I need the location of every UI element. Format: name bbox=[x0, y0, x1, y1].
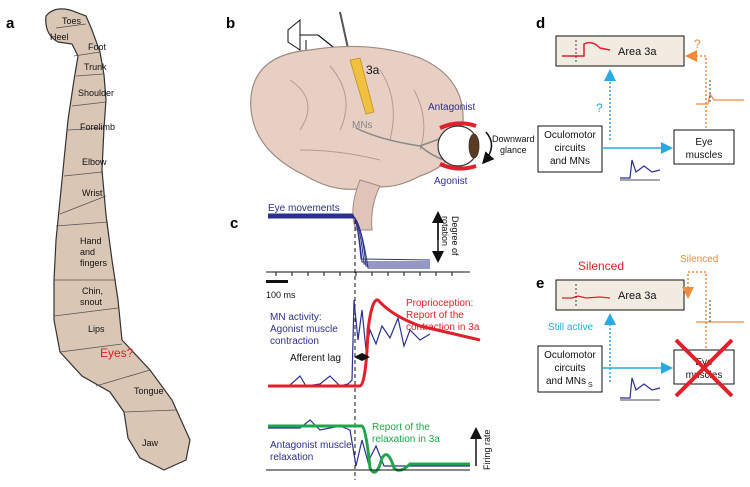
scale-label: 100 ms bbox=[266, 290, 296, 300]
region-heel: Heel bbox=[50, 32, 69, 42]
homunculus-strip bbox=[45, 8, 191, 471]
region-snout: snout bbox=[80, 297, 103, 307]
area-3a-strip bbox=[349, 57, 375, 115]
region-chin: Chin, bbox=[82, 286, 103, 296]
region-forelimb: Forelimb bbox=[80, 122, 115, 132]
question-orange-d: ? bbox=[694, 37, 701, 51]
antagonist-label: Antagonist bbox=[428, 102, 475, 113]
eye-muscles-box-d bbox=[673, 129, 735, 165]
proprio-label-2: Report of the bbox=[406, 310, 464, 321]
report-relax-label-2: relaxation in 3a bbox=[372, 434, 440, 445]
region-hand: Hand bbox=[80, 236, 102, 246]
glance-label-1: Downward bbox=[492, 134, 535, 144]
eye-muscles-d-1: Eye bbox=[695, 137, 713, 148]
area-3a-trace-e bbox=[562, 295, 611, 299]
rotation-label-1: Degree of bbox=[450, 216, 460, 256]
rotation-label-2: rotation bbox=[440, 216, 450, 246]
region-foot: Foot bbox=[88, 42, 107, 52]
eye-muscles-e-1: Eye bbox=[695, 357, 713, 368]
area-3a-trace-d bbox=[562, 41, 611, 57]
oculomotor-e-subscript: S bbox=[588, 382, 593, 389]
motor-trace-e bbox=[620, 377, 661, 399]
cross-icon bbox=[674, 338, 734, 398]
still-active-label: Still active bbox=[548, 322, 593, 333]
afferent-trace-d bbox=[696, 92, 744, 105]
agonist-label: Agonist bbox=[434, 176, 468, 187]
antagonist-relax-label-2: relaxation bbox=[270, 452, 313, 463]
proprioception-trace bbox=[268, 298, 481, 388]
glance-label-2: glance bbox=[500, 145, 527, 155]
silenced-title: Silenced bbox=[578, 259, 624, 273]
oculomotor-d-1: Oculomotor bbox=[544, 130, 596, 141]
oculomotor-d-2: circuits bbox=[554, 143, 585, 154]
region-toes: Toes bbox=[62, 16, 82, 26]
region-lips: Lips bbox=[88, 324, 105, 334]
panel-label-a: a bbox=[6, 15, 15, 32]
region-tongue: Tongue bbox=[134, 386, 164, 396]
mns-label: MNs bbox=[352, 120, 373, 131]
region-shoulder: Shoulder bbox=[78, 88, 114, 98]
oculomotor-box-e bbox=[537, 345, 603, 393]
region-jaw: Jaw bbox=[142, 438, 159, 448]
eye-movement-traces bbox=[268, 213, 431, 269]
panel-label-e: e bbox=[536, 275, 544, 292]
scale-bar bbox=[266, 280, 288, 283]
panel-label-b: b bbox=[226, 15, 235, 32]
mn-activity-label-3: contraction bbox=[270, 336, 319, 347]
brainstem bbox=[352, 179, 381, 231]
mn-activity-label-2: Agonist muscle bbox=[270, 324, 338, 335]
region-trunk: Trunk bbox=[84, 62, 107, 72]
feedback-arrow-e bbox=[682, 271, 707, 360]
mn-activity-label-1: MN activity: bbox=[270, 312, 322, 323]
eye-muscles-d-2: muscles bbox=[686, 150, 723, 161]
oculomotor-d-3: and MNs bbox=[550, 156, 590, 167]
homunculus-dividers bbox=[53, 23, 177, 413]
eyes-question: Eyes? bbox=[100, 346, 134, 360]
downward-glance-arrow bbox=[482, 131, 495, 165]
area-3a-box-d bbox=[555, 35, 685, 67]
question-cyan-d: ? bbox=[596, 101, 603, 115]
area-3a-label: 3a bbox=[366, 63, 380, 77]
report-relax-label-1: Report of the bbox=[372, 422, 430, 433]
region-elbow: Elbow bbox=[82, 157, 107, 167]
afferent-lag-label: Afferent lag bbox=[290, 353, 341, 364]
time-ticks bbox=[275, 272, 453, 276]
region-and: and bbox=[80, 247, 95, 257]
oculomotor-e-3: and MNs bbox=[546, 376, 586, 387]
antagonist-relax-trace bbox=[268, 419, 470, 467]
brain-illustration bbox=[250, 45, 464, 190]
oculomotor-box-d bbox=[537, 125, 603, 173]
motor-trace-d bbox=[620, 159, 661, 179]
proprio-label-3: contraction in 3a bbox=[406, 322, 480, 333]
oculomotor-e-2: circuits bbox=[554, 363, 585, 374]
eye-icon bbox=[437, 121, 480, 171]
proprio-label-1: Proprioception: bbox=[406, 298, 473, 309]
panel-label-c: c bbox=[230, 215, 238, 232]
eye-movements-label: Eye movements bbox=[268, 203, 340, 214]
region-fingers: fingers bbox=[80, 258, 108, 268]
region-wrist: Wrist bbox=[82, 188, 103, 198]
firing-rate-label: Firing rate bbox=[482, 429, 492, 470]
area-3a-label-d: Area 3a bbox=[618, 46, 657, 58]
mns-nerve bbox=[355, 127, 443, 147]
silenced-side-label: Silenced bbox=[680, 254, 718, 265]
panel-label-d: d bbox=[536, 15, 545, 32]
antagonist-relax-label-1: Antagonist muscle bbox=[270, 440, 352, 451]
oculomotor-e-1: Oculomotor bbox=[544, 350, 596, 361]
eye-muscles-e-2: muscles bbox=[686, 370, 723, 381]
feedback-arrow-d bbox=[685, 50, 707, 128]
area-3a-label-e: Area 3a bbox=[618, 290, 657, 302]
